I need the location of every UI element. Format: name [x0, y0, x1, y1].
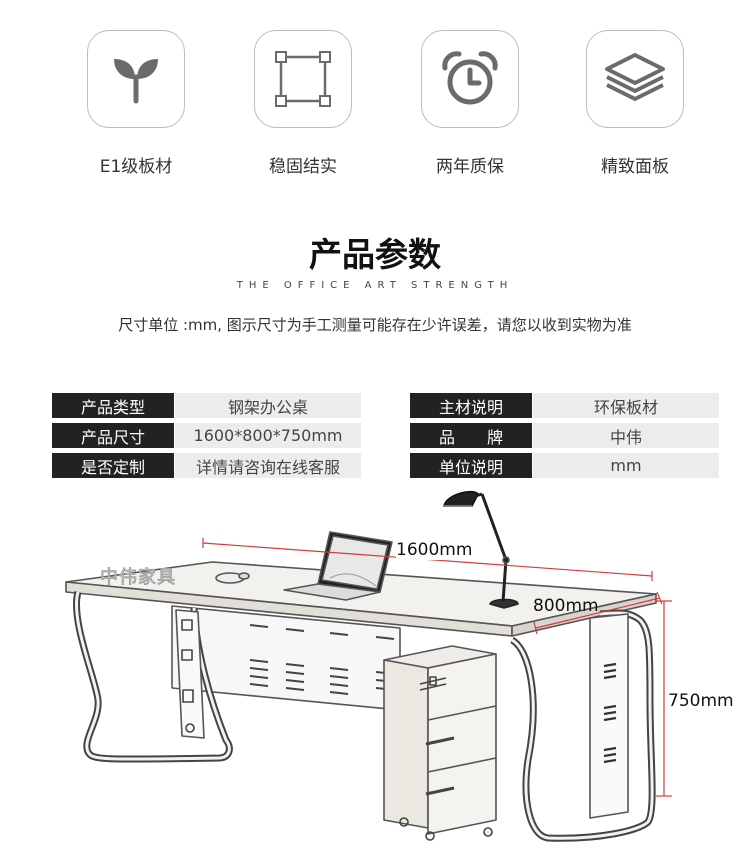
- layers-icon: [605, 53, 665, 101]
- spec-key: 产品类型: [52, 393, 174, 418]
- spec-key: 单位说明: [410, 453, 532, 478]
- feature-label: 两年质保: [436, 157, 504, 177]
- feature-label: E1级板材: [99, 157, 173, 177]
- feature-label: 稳固结实: [269, 157, 337, 177]
- spec-key: 产品尺寸: [52, 423, 174, 448]
- feature-panel: 精致面板: [585, 30, 685, 177]
- spec-row: 产品尺寸 1600*800*750mm: [52, 423, 361, 448]
- feature-icon-box: [421, 30, 519, 128]
- spec-row: 单位说明 mm: [410, 453, 719, 478]
- spec-row: 品 牌 中伟: [410, 423, 719, 448]
- feature-icon-box: [87, 30, 185, 128]
- height-dimension-label: 750mm: [668, 691, 734, 711]
- depth-dimension-label: 800mm: [533, 596, 599, 616]
- spec-value: mm: [533, 453, 719, 478]
- spec-value: 详情请咨询在线客服: [175, 453, 361, 478]
- frame-corners-icon: [275, 51, 331, 107]
- spec-value: 中伟: [533, 423, 719, 448]
- spec-key: 品 牌: [410, 423, 532, 448]
- section-title: 产品参数: [309, 235, 441, 274]
- sprout-icon: [114, 59, 158, 104]
- length-dimension-label: 1600mm: [396, 540, 473, 560]
- spec-key: 主材说明: [410, 393, 532, 418]
- spec-value: 环保板材: [533, 393, 719, 418]
- spec-row: 是否定制 详情请咨询在线客服: [52, 453, 361, 478]
- feature-icon-box: [586, 30, 684, 128]
- desk-illustration: [65, 490, 672, 842]
- feature-label: 精致面板: [601, 157, 669, 177]
- feature-icon-box: [254, 30, 352, 128]
- feature-warranty: 两年质保: [420, 30, 520, 177]
- spec-row: 主材说明 环保板材: [410, 393, 719, 418]
- brand-watermark: 中伟家具: [100, 567, 176, 589]
- spec-key: 是否定制: [52, 453, 174, 478]
- section-subtitle: THE OFFICE ART STRENGTH: [236, 280, 514, 291]
- feature-e1-board: E1级板材: [86, 30, 186, 177]
- spec-row: 产品类型 钢架办公桌: [52, 393, 361, 418]
- feature-stable: 稳固结实: [253, 30, 353, 177]
- spec-value: 钢架办公桌: [175, 393, 361, 418]
- spec-value: 1600*800*750mm: [175, 423, 361, 448]
- alarm-clock-icon: [442, 51, 498, 105]
- measurement-note: 尺寸单位 :mm, 图示尺寸为手工测量可能存在少许误差，请您以收到实物为准: [118, 316, 632, 334]
